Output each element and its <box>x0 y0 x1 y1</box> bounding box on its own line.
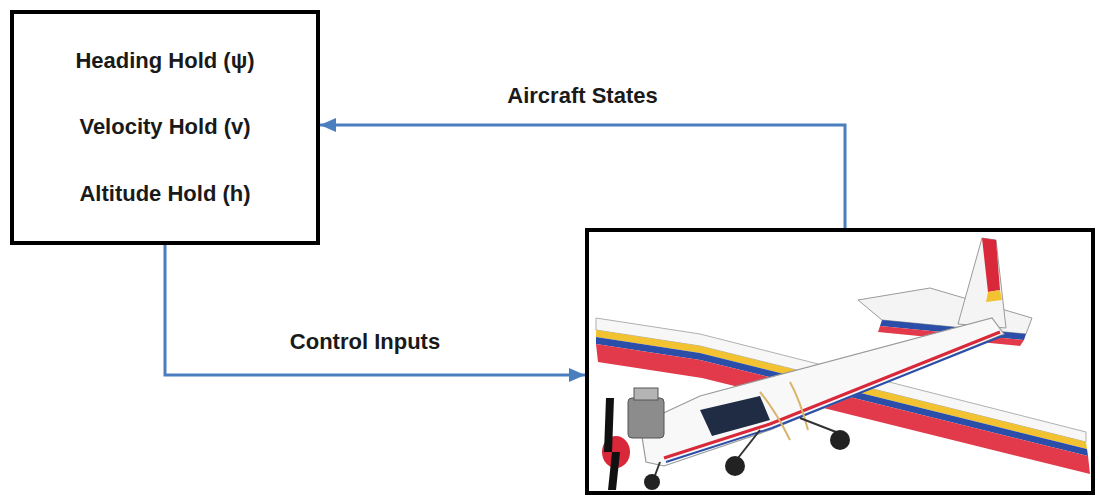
edge-label: Aircraft States <box>504 83 660 109</box>
heading-hold-text: Heading Hold (ψ) <box>75 48 254 74</box>
controller-box: Heading Hold (ψ) Velocity Hold (v) Altitud… <box>10 10 320 245</box>
aircraft-box <box>585 228 1095 495</box>
signal-arrow <box>165 245 585 375</box>
altitude-hold-text: Altitude Hold (h) <box>79 181 250 207</box>
velocity-hold-text: Velocity Hold (v) <box>79 114 250 140</box>
edge-label: Control Inputs <box>287 329 443 355</box>
signal-arrow <box>320 125 845 228</box>
